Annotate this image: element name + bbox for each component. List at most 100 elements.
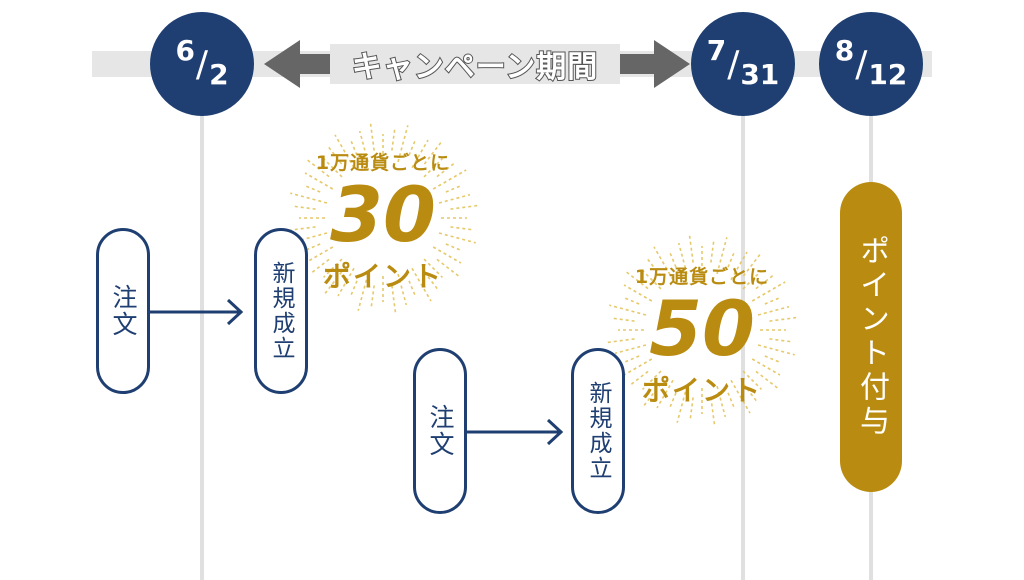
sunburst-ray bbox=[624, 355, 640, 363]
sunburst-ray bbox=[432, 169, 467, 190]
sunburst-ray bbox=[669, 252, 677, 268]
sunburst-ray bbox=[689, 397, 694, 420]
sunburst-ray bbox=[606, 338, 635, 344]
sunburst-ray bbox=[337, 267, 355, 297]
sunburst-ray bbox=[290, 192, 328, 204]
execution-step-2: 新規成立 bbox=[571, 348, 625, 514]
sunburst-ray bbox=[757, 344, 795, 356]
sunburst-ray bbox=[391, 128, 396, 151]
sunburst-ray bbox=[742, 270, 762, 290]
sunburst-ray bbox=[624, 297, 640, 305]
date-start: 6/2 bbox=[150, 12, 254, 116]
points-badge-30: 1万通貨ごとに 30 ポイント bbox=[298, 148, 468, 295]
sunburst-ray bbox=[397, 273, 408, 306]
sunburst-ray bbox=[742, 370, 762, 390]
sunburst-ray bbox=[287, 226, 316, 232]
campaign-double-arrow-icon bbox=[264, 40, 690, 88]
sunburst-ray bbox=[646, 258, 662, 277]
points-amount: 50 bbox=[649, 284, 755, 373]
sunburst-ray bbox=[764, 355, 780, 363]
point-award-step: ポイント付与 bbox=[840, 182, 902, 492]
sunburst-ray bbox=[436, 258, 460, 278]
sunburst-ray bbox=[612, 317, 635, 322]
sunburst-ray bbox=[350, 140, 358, 156]
flow-arrow-icon bbox=[466, 418, 564, 446]
sunburst-ray bbox=[436, 162, 455, 178]
sunburst-ray bbox=[327, 146, 343, 165]
sunburst-ray bbox=[727, 252, 735, 268]
sunburst-ray bbox=[411, 267, 432, 302]
sunburst-ray bbox=[306, 158, 330, 178]
sunburst-ray bbox=[755, 370, 779, 390]
date-award: 8/12 bbox=[819, 12, 923, 116]
sunburst-ray bbox=[438, 232, 476, 244]
points-unit: ポイント bbox=[322, 260, 443, 293]
sunburst-ray bbox=[677, 242, 688, 275]
sunburst-ray bbox=[669, 392, 677, 408]
points-per-label: 1万通貨ごとに bbox=[634, 266, 770, 288]
sunburst-ray bbox=[751, 281, 786, 302]
points-per-label: 1万通貨ごとに bbox=[315, 152, 451, 174]
sunburst-ray bbox=[742, 253, 762, 277]
sunburst-ray bbox=[432, 246, 462, 264]
sunburst-ray bbox=[411, 139, 429, 169]
sunburst-ray bbox=[323, 258, 343, 278]
date-end: 7/31 bbox=[691, 12, 795, 116]
sunburst-ray bbox=[323, 158, 343, 178]
sunburst-ray bbox=[323, 271, 343, 295]
sunburst-30 bbox=[287, 122, 479, 314]
sunburst-ray bbox=[391, 285, 397, 314]
sunburst-ray bbox=[357, 273, 369, 311]
sunburst-ray bbox=[653, 246, 674, 281]
sunburst-ray bbox=[755, 274, 774, 290]
sunburst-ray bbox=[642, 383, 662, 407]
sunburst-ray bbox=[423, 158, 443, 178]
sunburst-ray bbox=[370, 285, 375, 308]
sunburst-ray bbox=[305, 243, 321, 251]
sunburst-ray bbox=[438, 193, 471, 204]
sunburst-ray bbox=[369, 122, 375, 151]
sunburst-ray bbox=[609, 304, 647, 316]
sunburst-ray bbox=[642, 370, 662, 390]
sunburst-ray bbox=[397, 125, 409, 163]
sunburst-ray bbox=[710, 240, 715, 263]
sunburst-ray bbox=[757, 305, 790, 316]
sunburst-ray bbox=[450, 226, 473, 231]
points-badge-50: 1万通貨ごとに 50 ポイント bbox=[617, 262, 787, 409]
sunburst-ray bbox=[445, 185, 461, 193]
sunburst-ray bbox=[334, 134, 355, 169]
points-amount: 30 bbox=[330, 170, 436, 259]
sunburst-ray bbox=[742, 383, 758, 402]
sunburst-ray bbox=[642, 270, 662, 290]
order-step-1: 注文 bbox=[96, 228, 150, 394]
sunburst-ray bbox=[716, 385, 727, 418]
sunburst-ray bbox=[716, 237, 728, 275]
flow-arrow-icon bbox=[150, 298, 244, 326]
sunburst-ray bbox=[450, 204, 479, 210]
sunburst-ray bbox=[423, 271, 439, 290]
sunburst-ray bbox=[625, 270, 649, 290]
sunburst-ray bbox=[623, 284, 653, 302]
sunburst-ray bbox=[769, 316, 798, 322]
sunburst-ray bbox=[764, 297, 780, 305]
sunburst-50 bbox=[606, 234, 798, 426]
order-step-2: 注文 bbox=[413, 348, 467, 514]
sunburst-ray bbox=[751, 358, 781, 376]
sunburst-ray bbox=[614, 344, 647, 355]
sunburst-ray bbox=[350, 280, 358, 296]
sunburst-ray bbox=[710, 397, 716, 426]
sunburst-ray bbox=[730, 251, 748, 281]
sunburst-ray bbox=[445, 243, 461, 251]
sunburst-ray bbox=[305, 185, 321, 193]
sunburst-ray bbox=[423, 141, 443, 165]
points-unit: ポイント bbox=[641, 374, 762, 407]
sunburst-ray bbox=[730, 379, 751, 414]
sunburst-ray bbox=[304, 172, 334, 190]
sunburst-ray bbox=[630, 370, 649, 386]
sunburst-ray bbox=[408, 140, 416, 156]
campaign-period-label: キャンペーン期間 bbox=[330, 44, 620, 86]
sunburst-ray bbox=[688, 234, 694, 263]
sunburst-ray bbox=[676, 385, 688, 423]
sunburst-ray bbox=[293, 205, 316, 210]
